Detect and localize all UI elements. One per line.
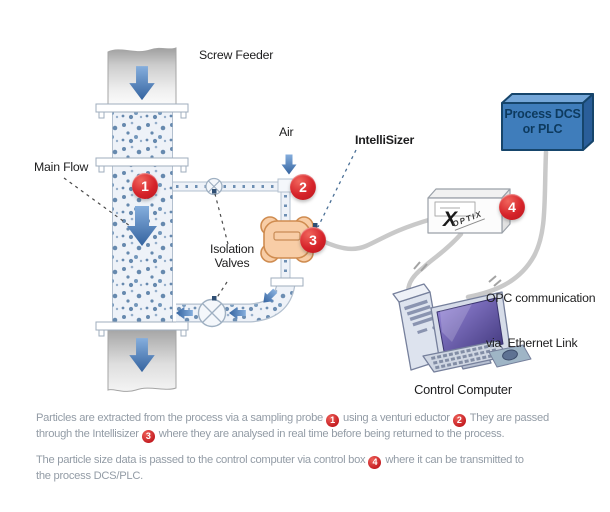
process-pipe (95, 47, 189, 392)
intellisizer-label: IntelliSizer (355, 133, 415, 147)
cable-dcs-to-computer (465, 149, 549, 300)
dcs-box-label: Process DCS or PLC (504, 107, 581, 136)
computer-mouse (502, 349, 518, 361)
marker-3: 3 (300, 227, 326, 253)
caption-paragraph-1: Particles are extracted from the process… (36, 412, 549, 443)
leader-lines (63, 149, 357, 301)
monitor-screen (436, 297, 504, 358)
caption-badge-3: 3 (141, 430, 155, 443)
caption: Particles are extracted from the process… (36, 411, 549, 494)
control-computer (392, 283, 532, 373)
xoptix-logo: XOPTIX (443, 208, 485, 231)
return-pipe (176, 277, 304, 328)
isolation-leader-top (214, 193, 229, 245)
isolation-valves-label: Isolation Valves (209, 242, 254, 270)
intellisizer-slot (273, 231, 301, 241)
intellisizer-leader (317, 149, 357, 228)
marker-4: 4 (499, 194, 525, 220)
air-label: Air (279, 125, 294, 139)
air-arrow-icon (281, 154, 297, 175)
caption-badge-1: 1 (326, 414, 339, 427)
caption-badge-4: 4 (368, 456, 382, 469)
marker-1: 1 (132, 173, 158, 199)
caption-paragraph-2: The particle size data is passed to the … (36, 454, 524, 482)
cable-cross-marks (413, 261, 502, 287)
caption-badge-2: 2 (452, 414, 466, 427)
marker-2: 2 (290, 174, 316, 200)
sampling-line (172, 154, 297, 281)
opc-label: OPC communication via Ethernet Link (486, 291, 596, 350)
pipe-flanges (95, 103, 189, 337)
control-computer-label: Control Computer (414, 382, 512, 397)
dcs-box (501, 93, 594, 151)
control-box-label (434, 201, 476, 217)
main-flow-label: Main Flow (34, 160, 89, 174)
cable-intellisizer-to-controlbox (317, 216, 435, 252)
elbow-flange (270, 277, 304, 287)
screw-feeder-label: Screw Feeder (199, 48, 274, 62)
isolation-leader-bottom (215, 281, 228, 300)
